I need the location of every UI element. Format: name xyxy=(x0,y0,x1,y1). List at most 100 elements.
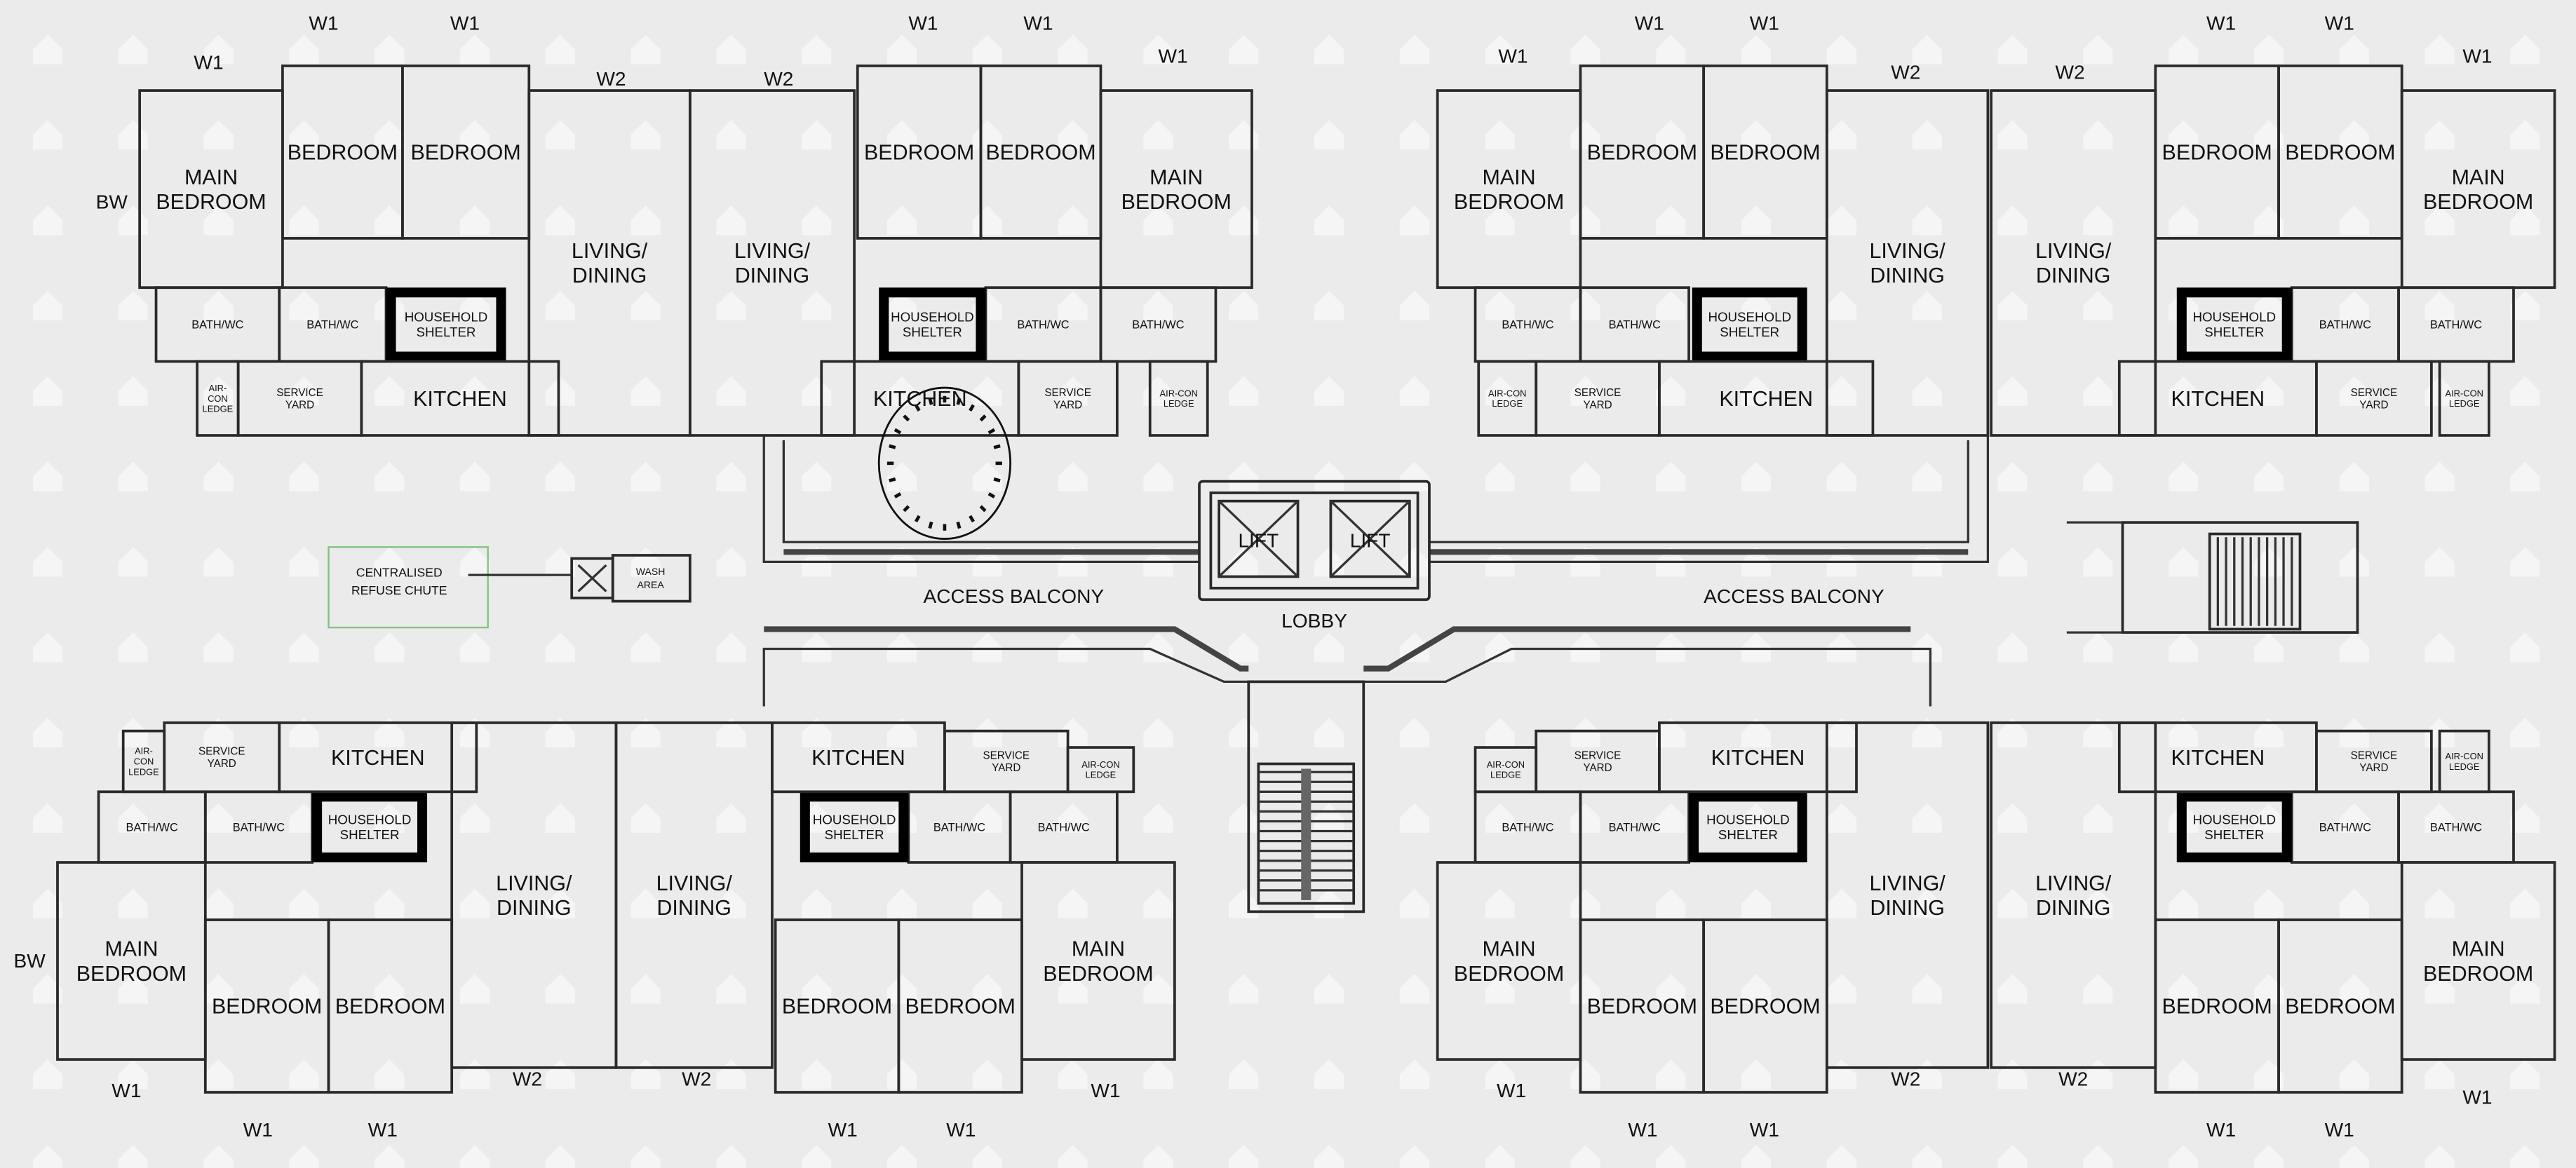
room-label: YARD xyxy=(992,762,1020,774)
watermark-house-icon xyxy=(1570,974,1600,1004)
window-label: W2 xyxy=(1891,62,1920,83)
room-kitchen: KITCHEN xyxy=(1658,360,1875,437)
watermark-house-icon xyxy=(1314,547,1344,577)
watermark-house-icon xyxy=(32,34,63,64)
watermark-house-icon xyxy=(1656,1059,1686,1089)
watermark-house-icon xyxy=(459,632,490,663)
room-label: BEDROOM xyxy=(1710,141,1820,165)
watermark-house-icon xyxy=(1399,547,1429,577)
room-label: BATH/WC xyxy=(1132,319,1184,332)
window-label: W1 xyxy=(2325,12,2354,34)
room-label: MAIN xyxy=(2452,937,2505,961)
room-label: SHELTER xyxy=(2204,325,2264,339)
watermark-house-icon xyxy=(2425,632,2455,663)
watermark-house-icon xyxy=(886,1059,917,1089)
watermark-house-icon xyxy=(886,205,917,236)
wash-area xyxy=(611,554,692,603)
watermark-house-icon xyxy=(2083,120,2113,150)
room-label: YARD xyxy=(1583,399,1612,411)
window-label: W1 xyxy=(1497,1080,1526,1101)
watermark-house-icon xyxy=(2253,803,2284,833)
watermark-house-icon xyxy=(1570,120,1600,150)
watermark-house-icon xyxy=(459,888,490,918)
watermark-house-icon xyxy=(1570,461,1600,491)
watermark-house-icon xyxy=(2425,34,2455,64)
access-balcony-label: ACCESS BALCONY xyxy=(924,585,1105,607)
room-label: YARD xyxy=(2359,399,2388,411)
room-label: KITCHEN xyxy=(811,746,905,770)
watermark-house-icon xyxy=(1912,205,1942,236)
watermark-house-icon xyxy=(2253,120,2284,150)
room-label: DINING xyxy=(497,896,572,920)
watermark-house-icon xyxy=(32,888,63,918)
watermark-house-icon xyxy=(716,803,746,833)
room-label: AIR-CON xyxy=(1487,759,1525,770)
room-label: BEDROOM xyxy=(1710,995,1820,1019)
watermark-house-icon xyxy=(203,888,234,918)
room-label: BATH/WC xyxy=(1609,319,1661,332)
room-label: MAIN xyxy=(104,937,158,961)
room-label: LIVING/ xyxy=(656,871,733,895)
room-label: BEDROOM xyxy=(1587,141,1697,165)
watermark-house-icon xyxy=(2425,888,2455,918)
watermark-house-icon xyxy=(545,461,575,491)
watermark-house-icon xyxy=(802,888,832,918)
room-label: KITCHEN xyxy=(2171,387,2265,411)
room-label: AIR- xyxy=(209,383,227,393)
window-label: W1 xyxy=(2206,1119,2236,1141)
room-label: KITCHEN xyxy=(1711,746,1805,770)
watermark-house-icon xyxy=(118,974,148,1004)
window-label: BW xyxy=(96,191,128,213)
right-staircase xyxy=(2066,521,2359,634)
room-label: HOUSEHOLD xyxy=(813,812,896,827)
room-label: SHELTER xyxy=(340,827,400,842)
watermark-house-icon xyxy=(1912,290,1942,321)
watermark-house-icon xyxy=(1570,1059,1600,1089)
watermark-house-icon xyxy=(886,461,917,491)
watermark-house-icon xyxy=(1229,376,1259,406)
watermark-house-icon xyxy=(1741,376,1772,406)
window-label: W1 xyxy=(1498,45,1528,67)
watermark-house-icon xyxy=(1399,888,1429,918)
watermark-house-icon xyxy=(1741,632,1772,663)
watermark-house-icon xyxy=(1229,632,1259,663)
watermark-house-icon xyxy=(2253,376,2284,406)
watermark-house-icon xyxy=(2253,1059,2284,1089)
watermark-house-icon xyxy=(2425,290,2455,321)
watermark-house-icon xyxy=(375,376,405,406)
watermark-house-icon xyxy=(1997,290,2028,321)
watermark-house-icon xyxy=(118,632,148,663)
watermark-house-icon xyxy=(118,290,148,321)
room-kitchen: KITCHEN xyxy=(820,360,1020,437)
room-bedroom: BEDROOM xyxy=(2277,918,2403,1094)
watermark-house-icon xyxy=(203,461,234,491)
watermark-house-icon xyxy=(1997,547,2028,577)
watermark-house-icon xyxy=(1058,120,1088,150)
watermark-house-icon xyxy=(1314,290,1344,321)
watermark-house-icon xyxy=(203,547,234,577)
room-living-dining: LIVING/DINING xyxy=(614,721,774,1069)
room-label: DINING xyxy=(1870,264,1945,287)
watermark-house-icon xyxy=(2083,632,2113,663)
watermark-house-icon xyxy=(1314,461,1344,491)
window-label: W1 xyxy=(2462,1086,2492,1108)
watermark-house-icon xyxy=(1997,974,2028,1004)
watermark-house-icon xyxy=(630,1144,661,1168)
room-label: AIR-CON xyxy=(2446,751,2483,761)
watermark-house-icon xyxy=(118,547,148,577)
watermark-house-icon xyxy=(972,1059,1002,1089)
watermark-house-icon xyxy=(289,205,319,236)
watermark-house-icon xyxy=(1229,547,1259,577)
access-balcony-label: ACCESS BALCONY xyxy=(1704,585,1884,607)
watermark-house-icon xyxy=(886,120,917,150)
window-label: W1 xyxy=(1158,45,1187,67)
watermark-house-icon xyxy=(2083,461,2113,491)
watermark-house-icon xyxy=(1912,974,1942,1004)
room-label: SHELTER xyxy=(1718,827,1778,842)
room-label: LEDGE xyxy=(2449,398,2480,409)
room-label: BEDROOM xyxy=(1043,962,1153,986)
watermark-house-icon xyxy=(630,290,661,321)
